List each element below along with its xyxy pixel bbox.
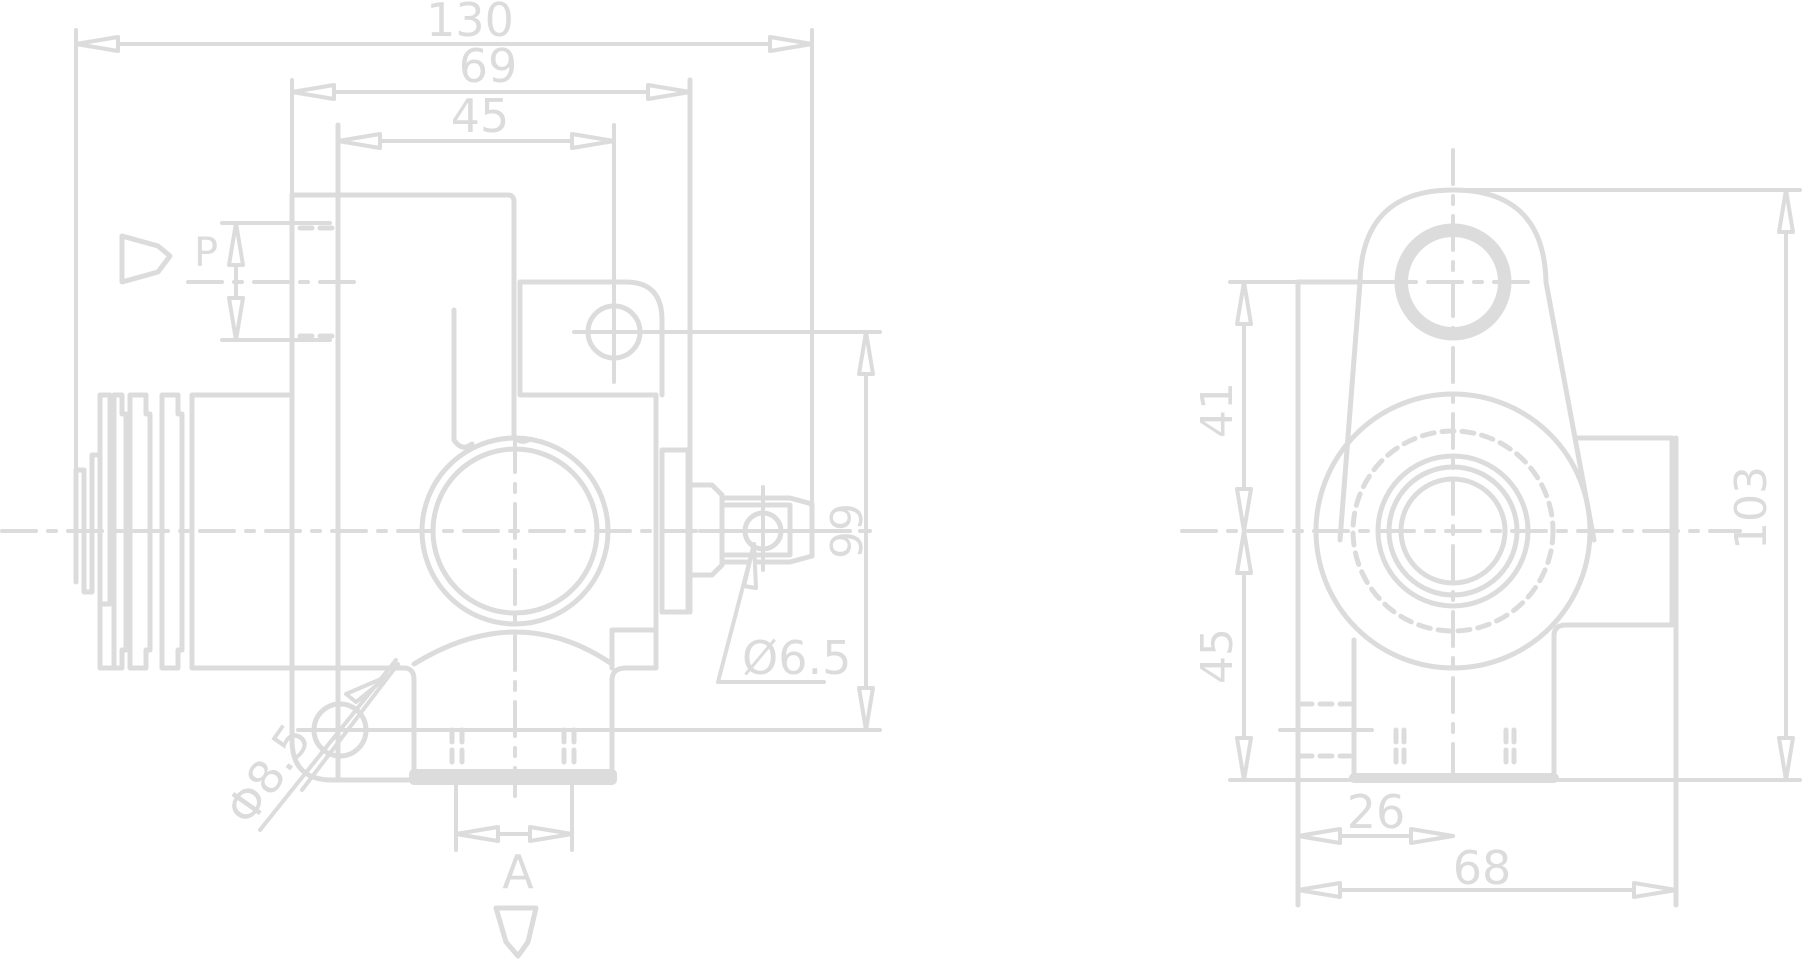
dim-68: 68 <box>1296 841 1678 899</box>
port-p-arrow-icon <box>119 233 173 285</box>
dim-45-front: 45 <box>336 89 616 302</box>
dim-103: 103 <box>1451 188 1802 782</box>
dim-26-label: 26 <box>1347 785 1406 839</box>
dim-dia-6-5-label: Ø6.5 <box>742 631 851 685</box>
dim-dia-6-5: Ø6.5 <box>716 542 851 685</box>
side-base <box>1228 279 1802 908</box>
dim-69-label: 69 <box>459 39 518 93</box>
top-ear <box>1337 187 1597 543</box>
side-view: 41 45 103 26 68 <box>1180 148 1802 908</box>
dim-103-label: 103 <box>1726 466 1777 550</box>
dim-41-label: 41 <box>1192 382 1243 438</box>
dim-26: 26 <box>1296 785 1455 845</box>
dim-69: 69 <box>290 39 692 197</box>
dim-41-45: 41 45 <box>1192 280 1300 782</box>
port-a: A <box>454 825 574 959</box>
pulley-fins <box>73 392 295 671</box>
dim-130-label: 130 <box>426 0 514 47</box>
side-body-circle <box>1313 391 1593 671</box>
dim-66-label: 66 <box>819 503 870 559</box>
side-bore-3 <box>1398 476 1508 586</box>
side-bore-2 <box>1386 464 1520 598</box>
port-p-label: P <box>194 230 218 276</box>
dim-45-front-label: 45 <box>451 89 510 143</box>
dim-68-label: 68 <box>1453 841 1512 895</box>
dim-66: 66 <box>819 330 875 732</box>
dim-130: 130 <box>74 0 814 584</box>
front-view: 130 69 45 66 <box>0 0 882 959</box>
port-a-arrow-icon <box>493 905 539 959</box>
dim-45-side-label: 45 <box>1192 628 1243 684</box>
valve-body <box>289 77 693 785</box>
side-bolt-circle <box>1350 428 1556 634</box>
dim-dia-8-5: Φ8.5 <box>215 658 400 834</box>
port-p: P <box>119 221 245 342</box>
side-bore-1 <box>1375 453 1531 609</box>
port-a-label: A <box>502 845 534 899</box>
